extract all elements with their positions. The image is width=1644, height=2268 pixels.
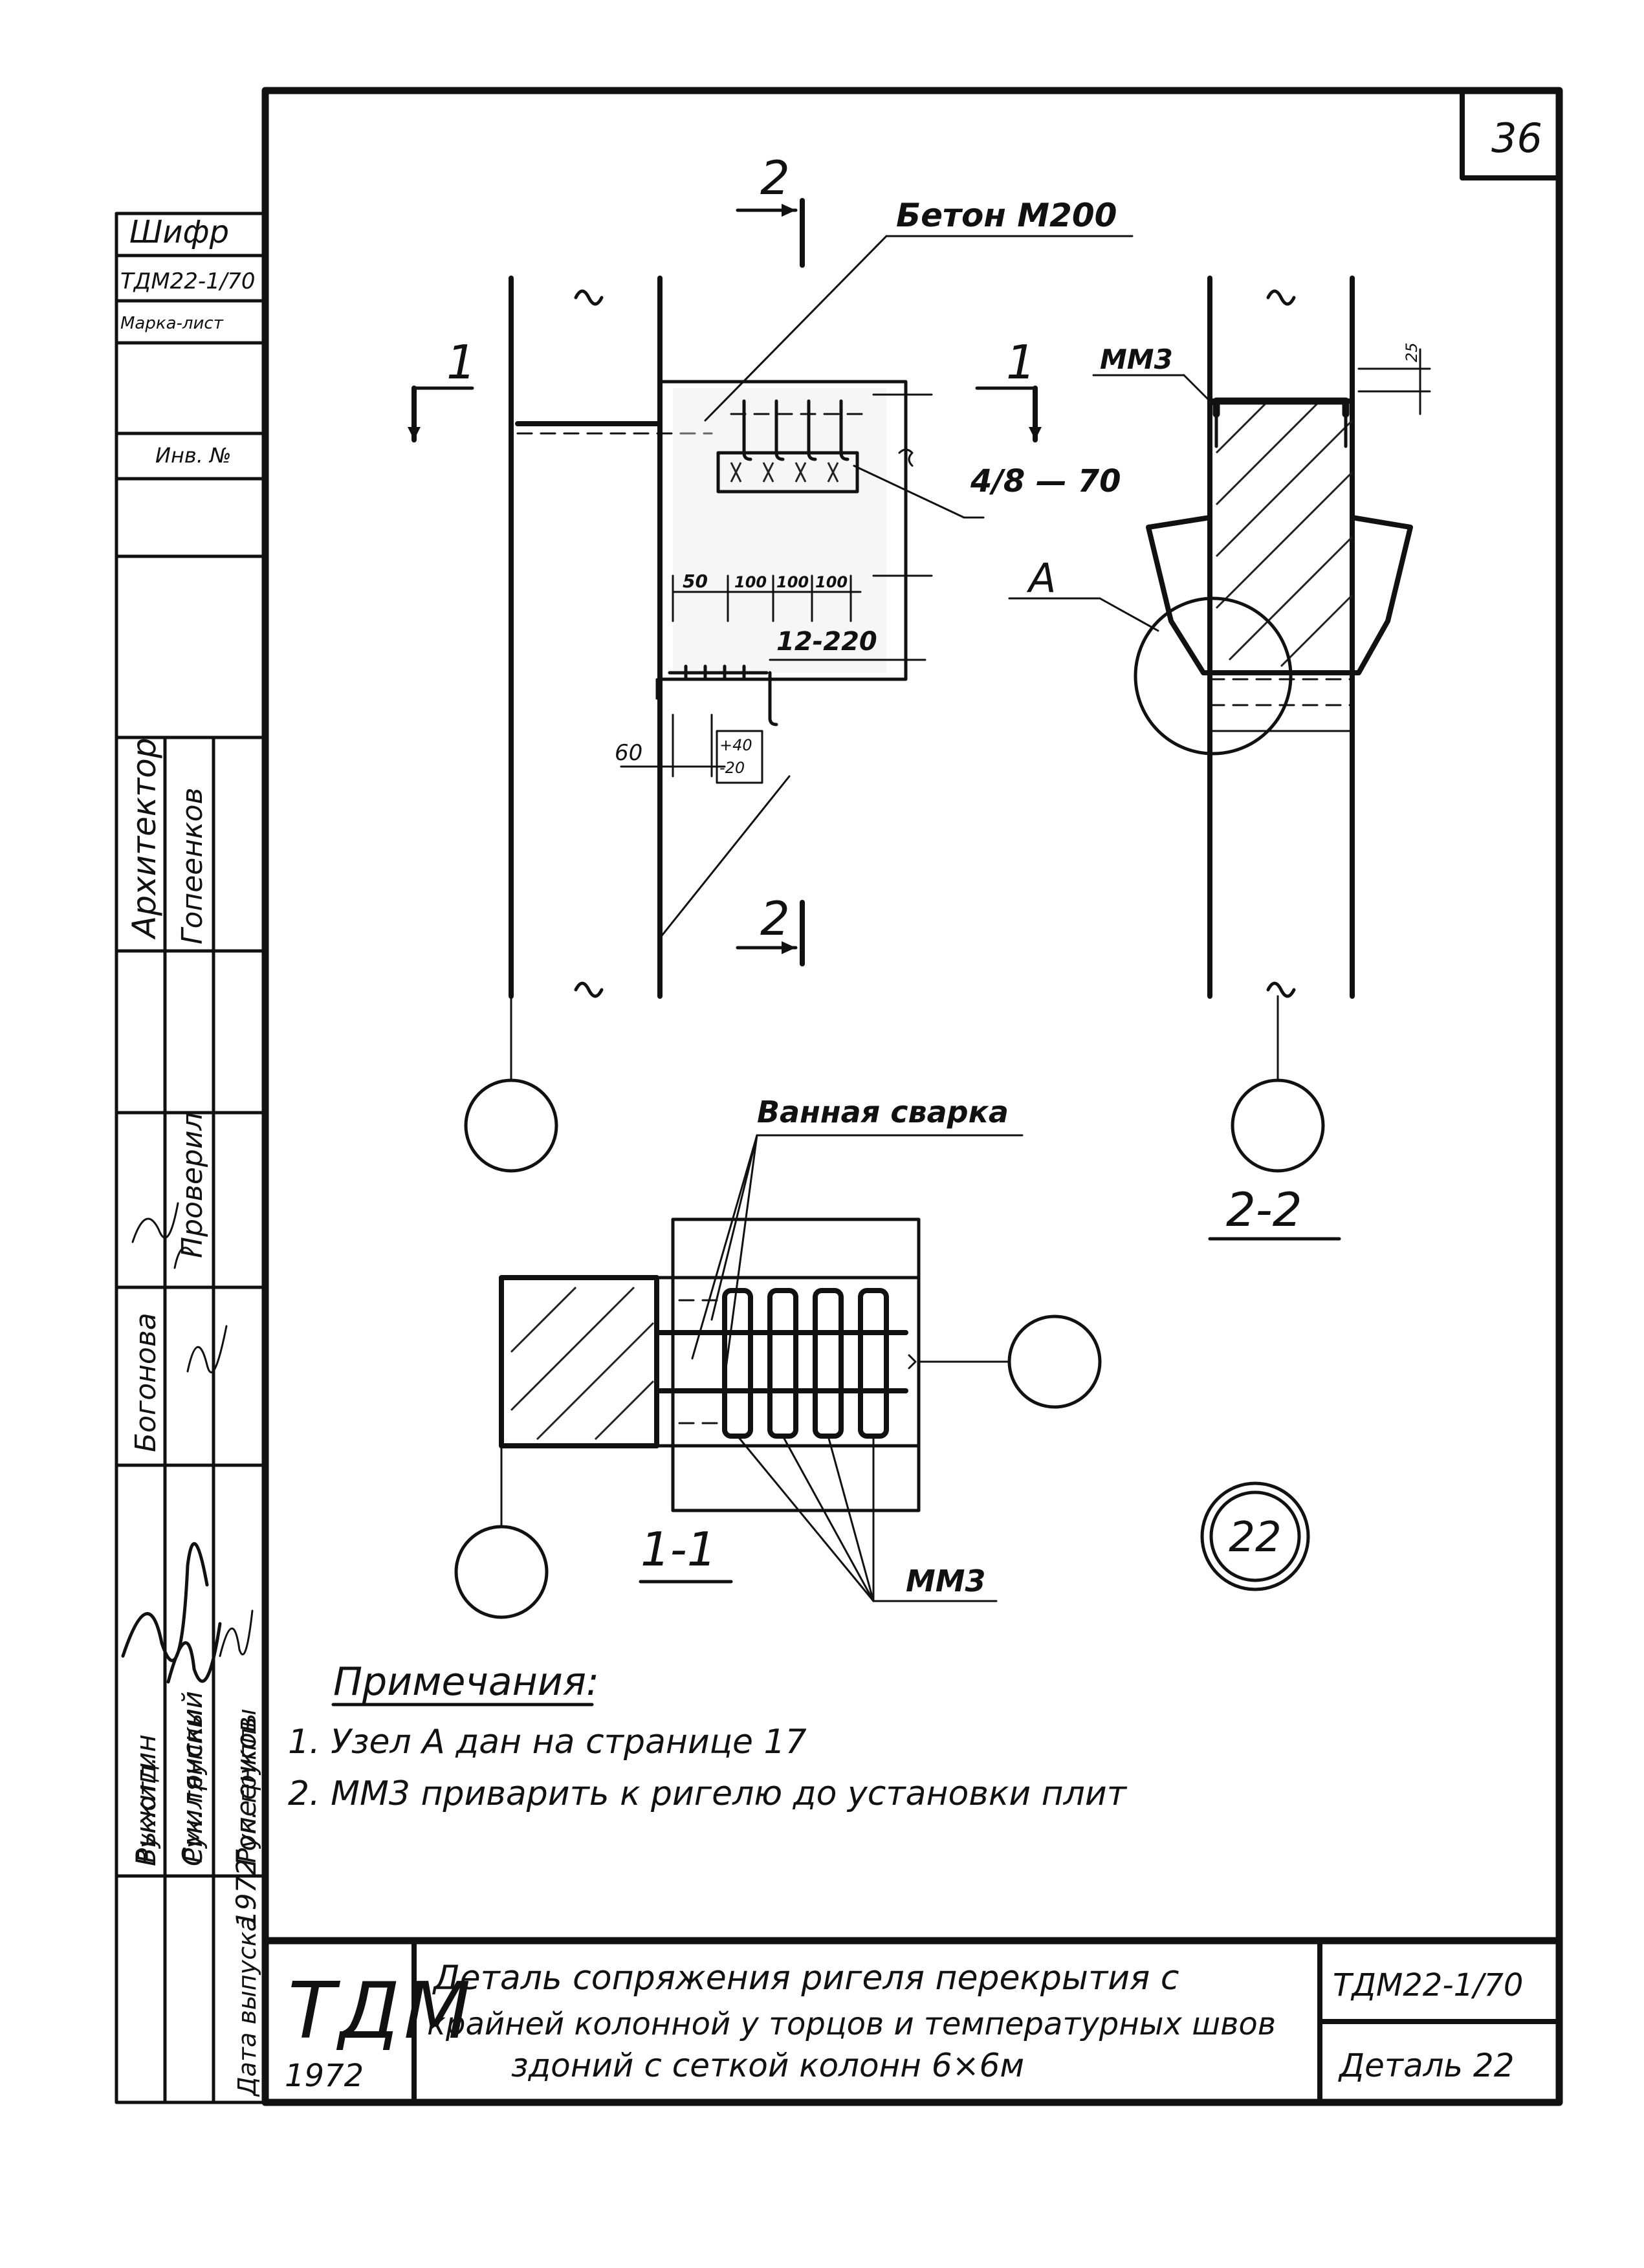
page-number: 36 xyxy=(1491,114,1542,162)
dim-100-b: 100 xyxy=(776,573,809,591)
logo-tdm: ТДМ xyxy=(288,1967,475,2056)
node-a-circle xyxy=(1134,596,1293,756)
label-rebar-spacing: 4/8 — 70 xyxy=(970,463,1121,499)
section-1-1: Ванная сварка ММ3 1-1 xyxy=(454,1095,1102,1619)
tol-plus: +40 xyxy=(719,736,752,754)
sig-name-architect: Богонова xyxy=(129,1313,162,1452)
elevation-view: 50 100 100 100 60 +40 -20 1 1 2 xyxy=(408,151,1134,1173)
signature-4 xyxy=(166,1622,222,1684)
sig-name-group-1: Смилянский xyxy=(177,1691,208,1866)
tol-minus: -20 xyxy=(719,759,745,777)
title-year: 1972 xyxy=(285,2058,364,2094)
detail-number: 22 xyxy=(1229,1514,1281,1562)
section-2-2: 25 ММ3 А 2-2 xyxy=(1008,276,1431,1241)
label-mm3-top: ММ3 xyxy=(1100,343,1173,375)
inventory-label: Инв. № xyxy=(155,443,231,468)
axis-circle-elevation xyxy=(464,1078,558,1173)
sig-role-group-2: Рук. группы xyxy=(233,1708,261,1863)
label-rebar-12: 12-220 xyxy=(776,627,877,657)
label-section-2-2: 2-2 xyxy=(1226,1183,1302,1237)
cipher-label: Шифр xyxy=(129,214,229,250)
page-number-box xyxy=(1460,88,1562,180)
section-mark-2-bottom: 2 xyxy=(760,891,790,946)
sig-role-group-1: Рук. группы xyxy=(179,1708,208,1863)
section-mark-1-right: 1 xyxy=(1006,335,1036,389)
notes-title: Примечания: xyxy=(333,1659,599,1705)
sig-role-architect: Архитектор xyxy=(126,737,163,940)
cipher-value: ТДМ22-1/70 xyxy=(120,268,256,294)
detail-number-badge: 22 xyxy=(1200,1481,1310,1591)
label-node-a: А xyxy=(1026,554,1056,602)
axis-circle-right xyxy=(1007,1314,1102,1409)
title-line-1: Деталь сопряжения ригеля перекрытия с xyxy=(432,1959,1179,1998)
axis-circle-left xyxy=(454,1525,549,1619)
title-line-3: здоний с сеткой колонн 6×6м xyxy=(511,2047,1024,2084)
note-2: 2. ММ3 приварить к ригелю до установки п… xyxy=(288,1774,1128,1813)
section-mark-2-top: 2 xyxy=(760,151,790,205)
sig-name-group-2: Гопеенков xyxy=(230,1716,262,1866)
sheet-mark-label: Марка-лист xyxy=(120,314,224,333)
section-mark-1-left: 1 xyxy=(446,335,476,389)
title-detail: Деталь 22 xyxy=(1338,2047,1515,2084)
dim-60: 60 xyxy=(615,740,642,766)
dim-50: 50 xyxy=(683,571,708,592)
sig-role-date: Дата выпуска xyxy=(233,1917,261,2097)
dim-25: 25 xyxy=(1403,342,1421,362)
side-stamp: Шифр ТДМ22-1/70 Марка-лист Инв. № Архите… xyxy=(115,212,267,2104)
sig-name-dept: Выжигин xyxy=(130,1734,162,1866)
signature-2 xyxy=(186,1325,228,1373)
label-bath-weld: Ванная сварка xyxy=(757,1095,1009,1129)
sig-role-checked: Проверил xyxy=(176,1112,209,1258)
label-concrete: Бетон М200 xyxy=(896,197,1117,234)
label-section-1-1: 1-1 xyxy=(641,1522,717,1576)
title-block: ТДМ 1972 Деталь сопряжения ригеля перекр… xyxy=(261,1937,1563,2105)
signature-5 xyxy=(219,1609,254,1657)
signature-1 xyxy=(131,1202,195,1269)
label-mm3-bottom: ММ3 xyxy=(906,1564,986,1598)
title-line-2: крайней колонной у торцов и температурны… xyxy=(427,2006,1276,2042)
note-1: 1. Узел А дан на странице 17 xyxy=(288,1723,807,1761)
sig-date: 1972 xyxy=(230,1859,262,1928)
axis-circle-section-2 xyxy=(1231,1078,1325,1173)
title-code: ТДМ22-1/70 xyxy=(1333,1967,1523,2003)
dim-100-a: 100 xyxy=(734,573,767,591)
dim-100-c: 100 xyxy=(815,573,848,591)
notes: Примечания: 1. Узел А дан на странице 17… xyxy=(288,1659,1128,1813)
sig-role-dept: Рук.отд. xyxy=(133,1757,161,1863)
sig-name-checked: Гопеенков xyxy=(176,787,209,944)
